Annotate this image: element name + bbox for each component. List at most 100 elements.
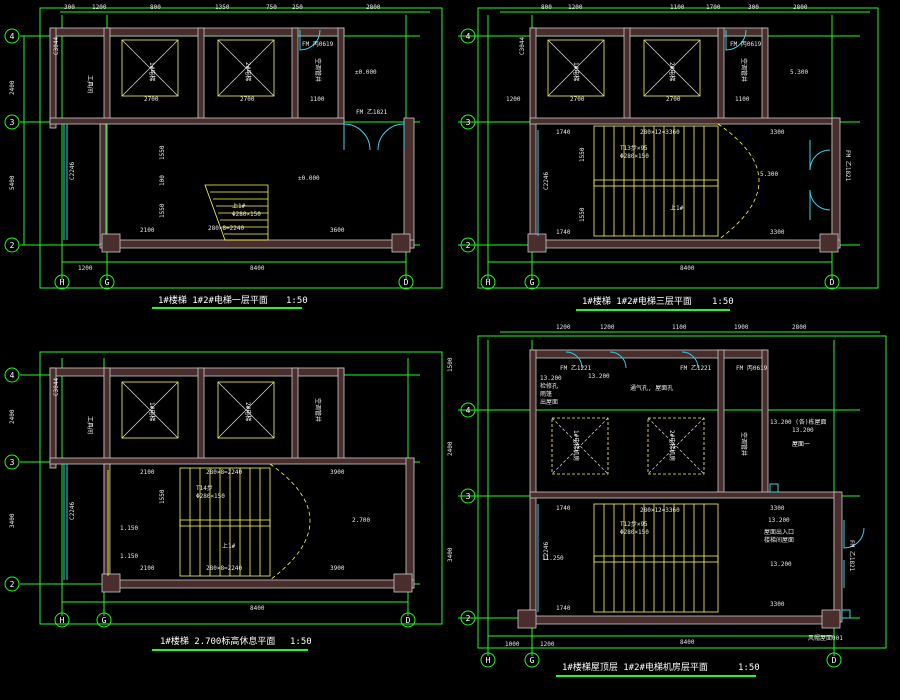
dim-text: 1550 bbox=[159, 489, 166, 504]
window-tag: C2246 bbox=[69, 162, 76, 180]
elevator-2-car bbox=[217, 39, 275, 97]
dim-text: 3900 bbox=[330, 565, 345, 572]
dim-text: 1550 bbox=[579, 207, 586, 222]
svg-text:2800: 2800 bbox=[366, 4, 381, 11]
svg-text:H: H bbox=[486, 656, 491, 665]
svg-text:D: D bbox=[406, 616, 411, 625]
svg-text:H: H bbox=[60, 616, 65, 625]
machine-room-cross bbox=[551, 417, 609, 475]
dim-text: 2700 bbox=[144, 96, 159, 103]
wall-shaft bbox=[761, 27, 769, 123]
elevator-cross bbox=[643, 39, 701, 97]
wall-shaft-3 bbox=[291, 27, 299, 123]
wall-top bbox=[529, 27, 767, 37]
annotation: 检修孔 bbox=[540, 382, 558, 390]
annotation: 楼梯间屋面 bbox=[764, 536, 794, 544]
level-mark: 13.200 bbox=[792, 427, 814, 434]
panel-frame bbox=[477, 7, 879, 289]
axis-bubbles: 4 3 2 H G D bbox=[4, 28, 414, 290]
dim-text: 2700 bbox=[570, 96, 585, 103]
annotation: 屋面出入口 bbox=[764, 528, 794, 536]
svg-text:3: 3 bbox=[466, 118, 471, 127]
svg-text:4: 4 bbox=[10, 32, 15, 41]
panel-frame bbox=[477, 335, 887, 649]
elevator-1-car bbox=[547, 39, 605, 97]
svg-text:300: 300 bbox=[748, 4, 759, 11]
room-label-elev2: 2#电梯 bbox=[244, 402, 252, 421]
dim-text: 1550 bbox=[159, 145, 166, 160]
elevator-2-car bbox=[643, 39, 701, 97]
dim-text: 1740 bbox=[556, 605, 571, 612]
wall-top bbox=[529, 349, 767, 359]
wall-right bbox=[405, 457, 415, 589]
wall-bottom bbox=[103, 579, 415, 589]
level-mark: 13.200 bbox=[540, 375, 562, 382]
dim-text: 3300 bbox=[770, 505, 785, 512]
wall-mid bbox=[49, 117, 345, 125]
wall-bottom bbox=[529, 239, 841, 249]
drain-point bbox=[769, 483, 779, 493]
machine-room-cross bbox=[551, 417, 609, 475]
wall-shaft-1 bbox=[103, 27, 111, 123]
elevator-2-car bbox=[217, 381, 275, 439]
wall-left bbox=[529, 27, 537, 249]
stair-flight bbox=[204, 184, 269, 241]
column bbox=[391, 233, 411, 253]
dim-text: 1740 bbox=[556, 505, 571, 512]
svg-text:2: 2 bbox=[466, 614, 471, 623]
wall-shaft-2 bbox=[197, 27, 205, 123]
wall-left-lower bbox=[103, 463, 111, 585]
svg-text:2800: 2800 bbox=[793, 4, 808, 11]
elevator-cross bbox=[547, 39, 605, 97]
level-mark: 13.200 bbox=[768, 517, 790, 524]
panel-scale: 1:50 bbox=[738, 663, 760, 673]
stair-note: T14步 bbox=[196, 484, 213, 492]
stair-note: 上1# bbox=[232, 202, 246, 210]
room-label-elev2: 2#电梯 bbox=[244, 62, 252, 81]
panel-ground-floor-plan: 300 1200 800 1350 750 250 2800 2400 5400… bbox=[4, 4, 443, 309]
window-tag: C2246 bbox=[543, 172, 550, 190]
dim-text: 2100 bbox=[140, 227, 155, 234]
stair-note: 上1# bbox=[222, 542, 236, 550]
bottom-dim: 8400 bbox=[250, 605, 265, 612]
level-mark: ±0.000 bbox=[355, 69, 377, 76]
wall-bottom bbox=[529, 615, 841, 625]
room-label-elev2: 2#电梯 bbox=[668, 62, 676, 81]
svg-text:1700: 1700 bbox=[706, 4, 721, 11]
door-tag: FM 乙1821 bbox=[844, 150, 851, 182]
door-fm-0619 bbox=[725, 29, 747, 51]
dim-text: 1550 bbox=[159, 203, 166, 218]
top-dimensions: 300 1200 800 1350 750 250 2800 bbox=[64, 4, 381, 11]
panel-roof-machine-room-plan: 1200 1200 1100 1900 2800 1#电梯机房 2#电梯机房 空… bbox=[447, 324, 887, 677]
stair-treads bbox=[189, 468, 261, 576]
door-tag: FM 丙0619 bbox=[736, 365, 768, 372]
panel-scale: 1:50 bbox=[290, 637, 312, 647]
stair-handrail bbox=[593, 179, 719, 187]
stair-note: Φ280×150 bbox=[620, 529, 649, 536]
axis-bubbles: 4 3 2 H G D bbox=[460, 28, 840, 290]
machine-room-1 bbox=[551, 417, 609, 475]
column bbox=[527, 233, 547, 253]
dim-text: 1200 bbox=[540, 641, 555, 648]
door-fm-1821 bbox=[843, 520, 865, 588]
dim-text: 2700 bbox=[240, 96, 255, 103]
dim-text: 1100 bbox=[735, 96, 750, 103]
level-mark: 1.150 bbox=[120, 525, 138, 532]
wall-left-upper bbox=[49, 27, 57, 129]
svg-text:2800: 2800 bbox=[792, 324, 807, 331]
wall-bottom bbox=[99, 239, 415, 249]
window-tag: C3044 bbox=[53, 378, 60, 396]
panel-landing-plan: 工具间 1#电梯 2#电梯 空调管井 2100 280×8=2240 3900 … bbox=[4, 351, 443, 651]
svg-text:1200: 1200 bbox=[556, 324, 571, 331]
door-tag: FM 丙0619 bbox=[730, 41, 762, 48]
doors-fm-1221 bbox=[565, 351, 699, 369]
wall-right bbox=[831, 117, 841, 249]
annotation: 出屋面 bbox=[540, 398, 558, 406]
stair-note: Φ280×150 bbox=[620, 153, 649, 160]
left-dim: 1500 bbox=[447, 357, 454, 372]
wall-shaft bbox=[197, 367, 205, 463]
svg-text:1100: 1100 bbox=[670, 4, 685, 11]
wall-shaft bbox=[717, 27, 725, 123]
level-mark: 5.300 bbox=[790, 69, 808, 76]
level-mark: 11.250 bbox=[542, 555, 564, 562]
